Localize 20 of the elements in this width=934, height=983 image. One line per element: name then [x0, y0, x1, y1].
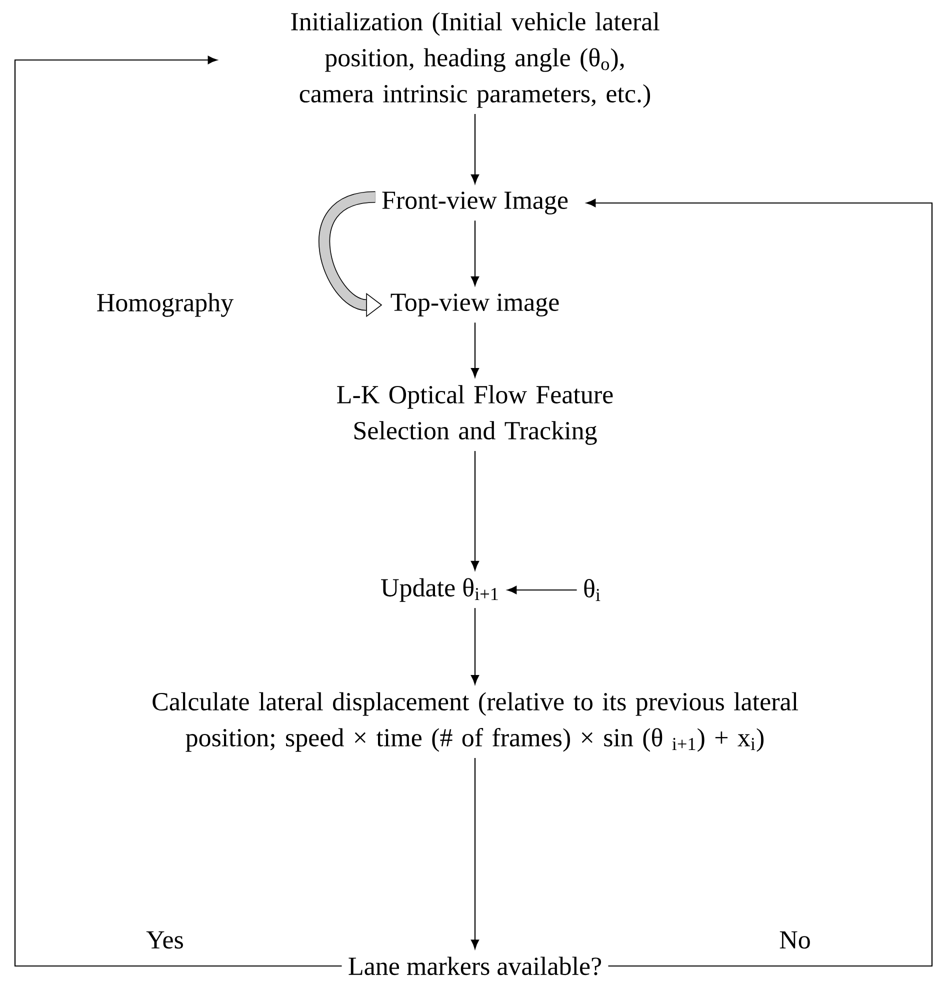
loop-arrow: [14, 56, 342, 967]
input-text: θ$_{i}$: [584, 579, 600, 601]
edge-label: Homography: [97, 293, 234, 317]
decision-text: Lane markers available?: [348, 956, 602, 976]
loop-arrow: [586, 198, 933, 967]
edge-label: No: [780, 931, 810, 949]
arrow: [470, 758, 480, 950]
init-text: Initialization (Initial vehicle lateral position, heading angle (θ$_{o}$), camera intrinsic parameters, etc.): [291, 12, 660, 108]
arrow: [470, 451, 480, 570]
arrow: [470, 220, 480, 286]
arrow: [470, 114, 480, 184]
step-text: Front-view Image: [382, 192, 568, 214]
arrow: [470, 608, 480, 684]
step-text: Top-view image: [390, 294, 559, 316]
step-text: L-K Optical Flow Feature Selection and Tracking: [337, 385, 613, 445]
step-text: Calculate lateral displacement (relative to its previous lateral position; speed × time (# of frames) × sin (θ $_{i+1}$) + x$_{i}$): [152, 692, 798, 752]
arrow: [470, 322, 480, 378]
step-text: Update θ$_{i+1}$: [381, 578, 498, 602]
arrow: [507, 586, 577, 594]
edge-label: Yes: [146, 931, 183, 949]
